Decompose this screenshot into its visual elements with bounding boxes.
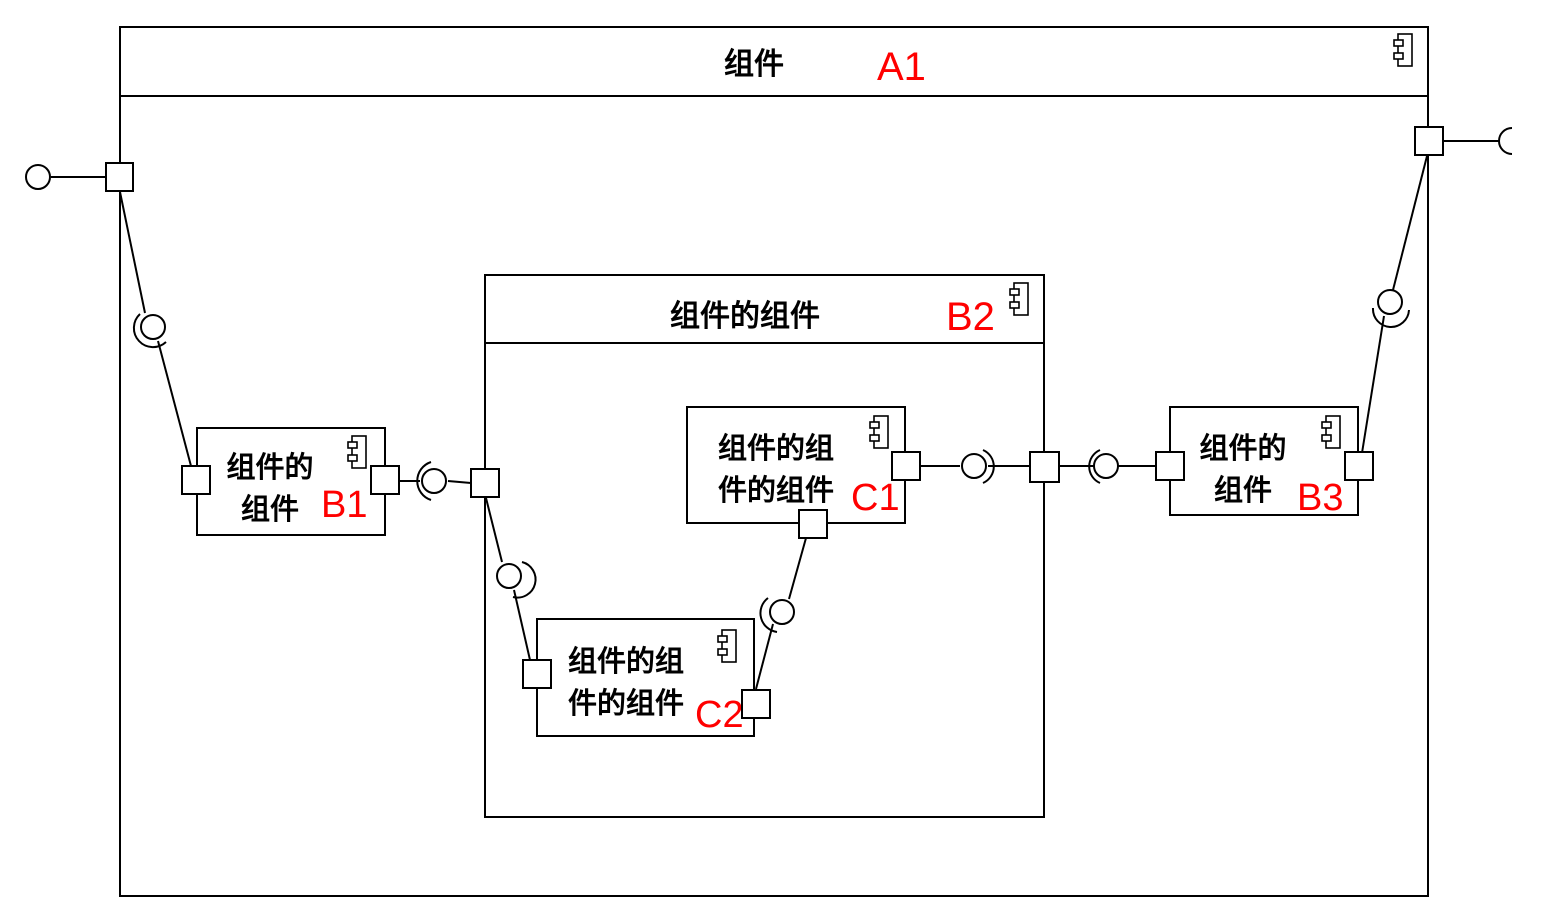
port-b3-right[interactable]	[1344, 451, 1374, 481]
connector-b2-b3	[1060, 449, 1155, 484]
port-c1-right[interactable]	[891, 451, 921, 481]
component-c1-tag: C1	[851, 477, 900, 519]
lollipop-ball	[496, 563, 522, 589]
connector-a1-b1	[119, 191, 192, 467]
connector-b3-a1	[1361, 155, 1428, 454]
lollipop-ball	[421, 468, 447, 494]
component-c1-title-line1: 组件的组	[718, 431, 834, 465]
connector-c2-c1	[755, 537, 807, 690]
component-b2-title: 组件的组件	[670, 299, 820, 334]
port-a1-right[interactable]	[1414, 126, 1444, 156]
component-a1-title: 组件	[724, 47, 784, 82]
connector-a1-external-provided	[25, 164, 106, 190]
port-b2-right[interactable]	[1029, 451, 1060, 483]
component-c2-title-line1: 组件的组	[568, 644, 684, 678]
socket-arc	[1371, 307, 1410, 329]
component-b3-tag: B3	[1297, 477, 1343, 519]
component-b1-tag: B1	[321, 484, 367, 526]
component-c2-tag: C2	[695, 694, 744, 736]
connector-c1-b2	[920, 449, 1030, 484]
lollipop-ball	[769, 599, 795, 625]
component-a1-tag: A1	[877, 45, 926, 89]
component-b3-title-line1: 组件的	[1199, 431, 1286, 465]
component-c1[interactable]: 组件的组 件的组件 C1	[686, 406, 906, 524]
port-b3-left[interactable]	[1155, 451, 1185, 481]
component-b2-tag: B2	[946, 295, 995, 339]
lollipop-ball	[140, 314, 166, 340]
component-c2-title-line2: 件的组件	[568, 686, 684, 720]
component-c1-title-line2: 件的组件	[718, 473, 834, 507]
connector-b2-c2	[485, 497, 537, 661]
component-b3[interactable]: 组件的 组件 B3	[1169, 406, 1359, 519]
component-c2[interactable]: 组件的组 件的组件 C2	[536, 618, 755, 737]
connector-a1-external-required	[1443, 127, 1513, 155]
connector-b1-b2	[399, 461, 472, 501]
lollipop-ball	[1093, 453, 1119, 479]
socket-arc	[1498, 127, 1513, 155]
component-b1-title-line1: 组件的	[226, 450, 313, 484]
component-b3-title-line2: 组件	[1214, 473, 1272, 507]
socket-arc	[1088, 449, 1101, 484]
port-b1-left[interactable]	[181, 465, 211, 495]
socket-arc	[416, 461, 432, 501]
port-c2-right[interactable]	[741, 689, 771, 719]
port-a1-left[interactable]	[105, 162, 134, 192]
port-b2-left[interactable]	[470, 468, 500, 498]
port-c1-bottom[interactable]	[798, 509, 828, 539]
socket-arc	[759, 597, 778, 633]
component-b1-title-line2: 组件	[241, 492, 299, 526]
lollipop-ball	[1377, 289, 1403, 315]
component-b1[interactable]: 组件的 组件 B1	[196, 427, 386, 536]
lollipop-ball	[961, 453, 987, 479]
socket-arc	[982, 449, 995, 484]
port-b1-right[interactable]	[370, 465, 400, 495]
socket-arc	[512, 561, 537, 599]
port-c2-left[interactable]	[522, 659, 552, 689]
socket-arc	[132, 313, 167, 349]
lollipop-ball	[25, 164, 51, 190]
